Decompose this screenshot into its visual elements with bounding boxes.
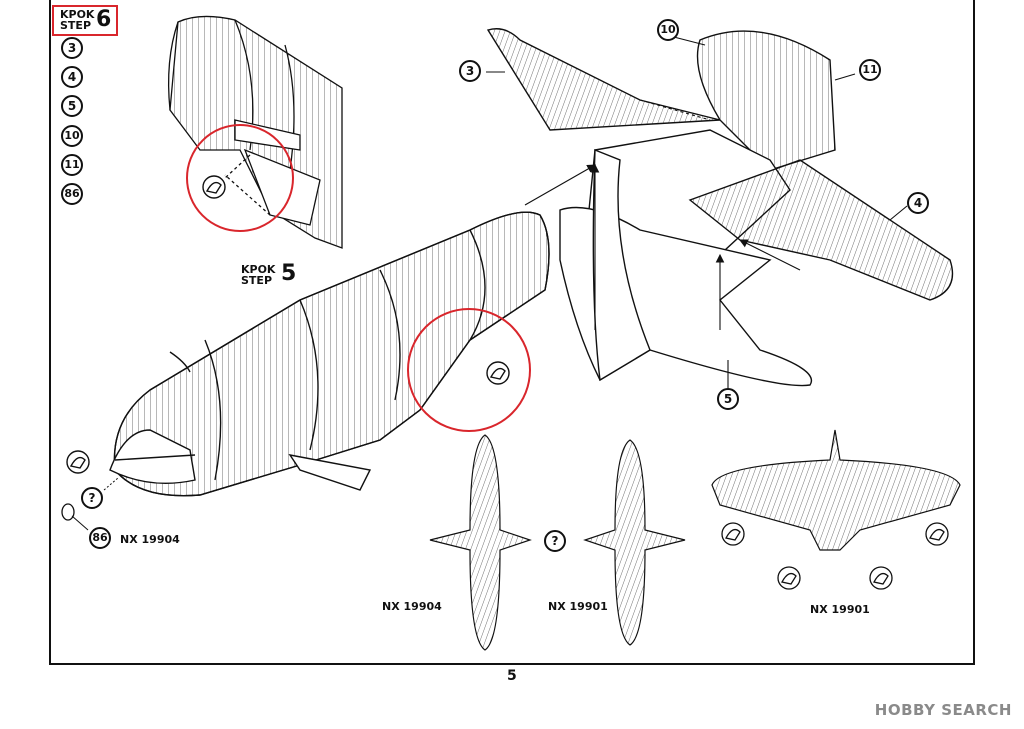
highlight-circle-main	[407, 308, 531, 432]
wing-view-mid	[583, 439, 686, 646]
registration-bottom-right: NX 19901	[810, 603, 870, 616]
part-number-badge: 10	[61, 125, 83, 147]
callout-part-10: 10	[657, 19, 679, 41]
page-frame	[49, 0, 975, 665]
callout-part-86: 86	[89, 527, 111, 549]
callout-part-4: 4	[907, 192, 929, 214]
glue-icon	[202, 175, 226, 199]
step-label-line2: STEP	[60, 19, 92, 32]
registration-nose: NX 19904	[120, 533, 180, 546]
main-fuselage	[109, 211, 550, 497]
exploded-tail-assembly	[486, 28, 954, 387]
watermark: HOBBY SEARCH	[874, 701, 1012, 719]
nose-part-86	[61, 503, 75, 521]
registration-bottom-mid: NX 19901	[548, 600, 608, 613]
page-number: 5	[507, 668, 517, 684]
glue-icon	[721, 522, 949, 590]
step-5-label-line1: KPOK	[241, 263, 276, 276]
wing-view-left	[429, 434, 532, 651]
callout-part-5: 5	[717, 388, 739, 410]
callout-question-mid: ?	[544, 530, 566, 552]
part-number-badge: 3	[61, 37, 83, 59]
step-6-header: KPOK STEP 6	[52, 5, 118, 36]
part-number-badge: 86	[61, 183, 83, 205]
part-number-badge: 11	[61, 154, 83, 176]
wing-view-right	[711, 429, 961, 551]
callout-part-11: 11	[859, 59, 881, 81]
step-5-number: 5	[281, 261, 297, 286]
registration-bottom-left: NX 19904	[382, 600, 442, 613]
callout-question-nose: ?	[81, 487, 103, 509]
inset-fuselage	[167, 15, 343, 249]
part-number-badge: 5	[61, 95, 83, 117]
glue-icon	[66, 450, 90, 474]
part-number-badge: 4	[61, 66, 83, 88]
step-5-label-line2: STEP	[241, 274, 273, 287]
step-label-line1: KPOK	[60, 8, 95, 21]
glue-icon	[486, 361, 510, 385]
step-number: 6	[96, 7, 112, 32]
callout-part-3: 3	[459, 60, 481, 82]
highlight-circle-inset	[186, 124, 294, 232]
